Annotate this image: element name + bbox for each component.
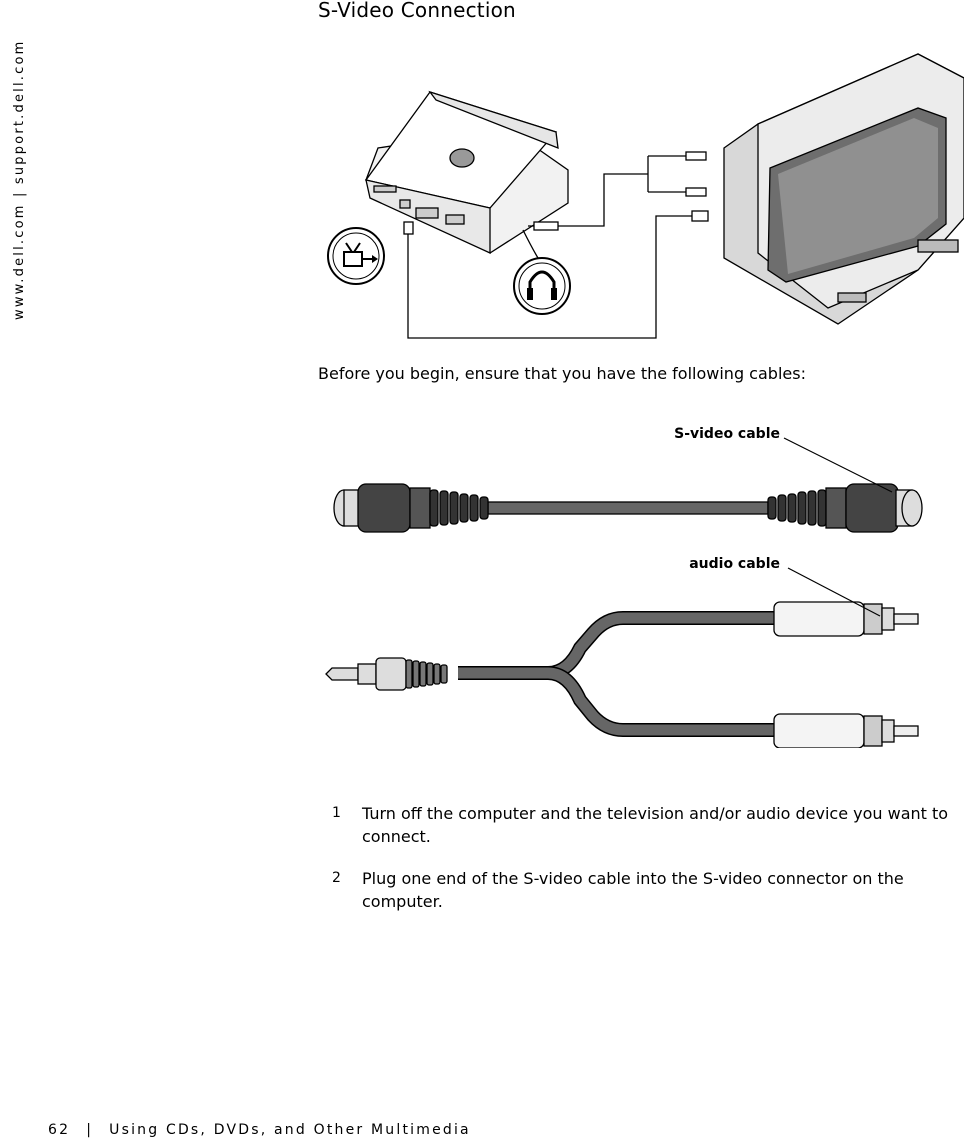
section-heading: S-Video Connection <box>318 0 516 22</box>
svideo-cable-label: S-video cable <box>674 426 780 442</box>
tv-out-icon <box>327 227 385 285</box>
page-number: 62 <box>48 1122 71 1138</box>
step-item: 2 Plug one end of the S-video cable into… <box>318 867 964 913</box>
connection-cables <box>403 151 709 339</box>
step-text: Turn off the computer and the television… <box>362 804 949 846</box>
laptop-tv-diagram <box>327 53 964 339</box>
connection-illustration <box>318 48 964 346</box>
footer-separator: | <box>86 1122 94 1138</box>
audio-cable-label: audio cable <box>689 556 780 572</box>
side-url-text: www.dell.com | support.dell.com <box>12 39 27 320</box>
side-url-margin: www.dell.com | support.dell.com <box>0 0 27 330</box>
step-number: 1 <box>332 805 341 821</box>
audio-leader-line <box>787 567 881 617</box>
svideo-leader-line <box>783 437 893 493</box>
television-illustration <box>723 53 964 325</box>
intro-paragraph: Before you begin, ensure that you have t… <box>318 364 806 383</box>
chapter-title: Using CDs, DVDs, and Other Multimedia <box>109 1122 471 1138</box>
svideo-cable-illustration <box>333 483 923 533</box>
audio-cable-illustration <box>325 601 919 749</box>
laptop-illustration <box>364 90 569 255</box>
cables-illustration: S-video cable audio cable <box>318 418 964 749</box>
page-footer: 62 | Using CDs, DVDs, and Other Multimedia <box>48 1122 471 1138</box>
step-number: 2 <box>332 870 341 886</box>
step-item: 1 Turn off the computer and the televisi… <box>318 802 964 848</box>
cables-diagram: S-video cable audio cable <box>325 426 923 749</box>
steps-list: 1 Turn off the computer and the televisi… <box>318 802 964 932</box>
step-text: Plug one end of the S-video cable into t… <box>362 869 904 911</box>
headphone-icon <box>513 229 571 315</box>
